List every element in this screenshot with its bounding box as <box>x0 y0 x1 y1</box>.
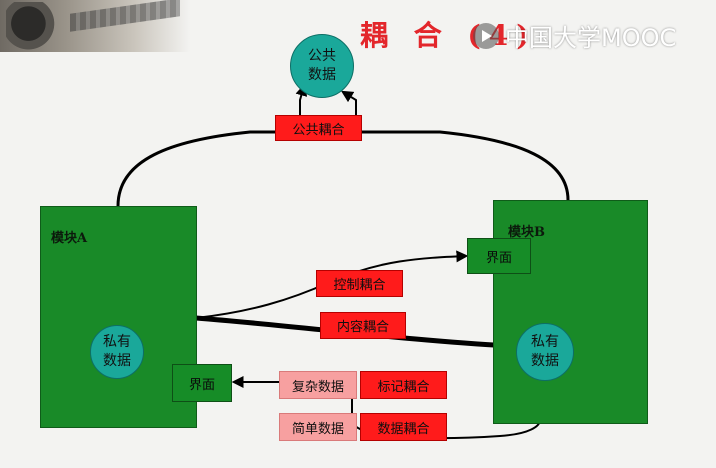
simple-data-label: 简单数据 <box>279 413 357 441</box>
common-coupling-label: 公共耦合 <box>275 115 362 141</box>
common-coupling-curve <box>116 130 570 207</box>
data-coupling-label: 数据耦合 <box>360 413 447 441</box>
module-b-label: 模块B <box>508 225 545 240</box>
complex-data-label: 复杂数据 <box>279 371 357 399</box>
control-coupling-label: 控制耦合 <box>316 270 403 297</box>
slide-title: 耦 合 (4) <box>360 19 538 52</box>
content-coupling-label: 内容耦合 <box>320 312 406 339</box>
header-photo <box>0 0 190 52</box>
module-b-interface: 界面 <box>467 238 531 274</box>
module-a-label: 模块A <box>51 231 88 246</box>
common-to-data-arrow-right <box>340 90 357 120</box>
play-icon <box>473 22 499 49</box>
module-b-private-data: 私有 数据 <box>516 323 574 381</box>
module-a-private-data: 私有 数据 <box>90 325 144 379</box>
stone-lion-image <box>6 2 62 50</box>
common-data-circle: 公共 数据 <box>290 34 354 98</box>
mooc-watermark: 中国大学MOOC <box>473 18 676 53</box>
module-a-interface: 界面 <box>172 364 232 402</box>
module-b: 模块B <box>493 200 648 424</box>
watermark-text: 中国大学MOOC <box>505 24 677 52</box>
stamp-coupling-label: 标记耦合 <box>360 371 447 399</box>
module-a: 模块A <box>40 206 197 428</box>
